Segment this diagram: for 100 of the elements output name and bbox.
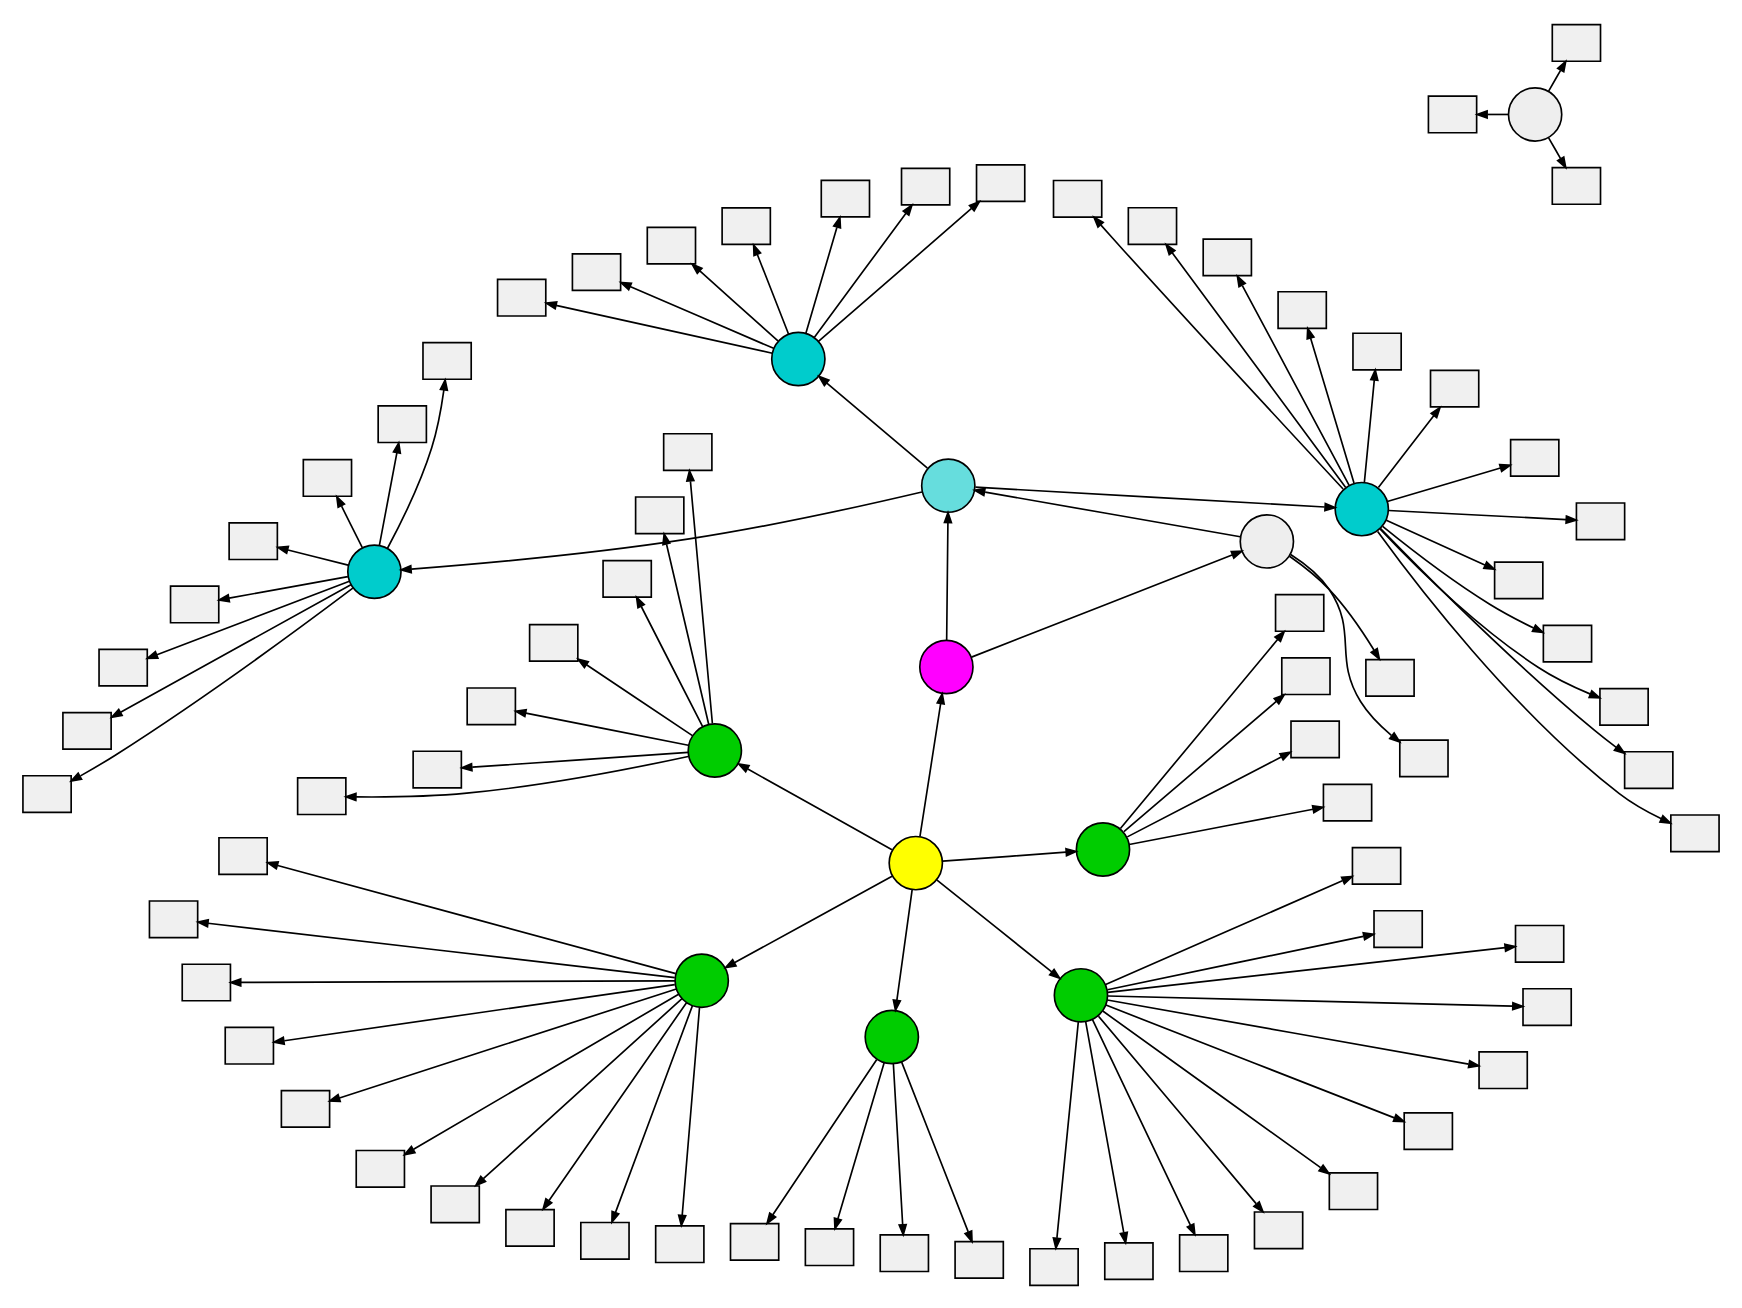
arrow xyxy=(271,982,676,1045)
arrow xyxy=(1387,508,1579,524)
node-box xyxy=(296,776,347,815)
node-box xyxy=(62,710,112,749)
arrow xyxy=(1377,404,1442,488)
arrow xyxy=(1289,552,1402,743)
node-circle xyxy=(918,638,974,694)
node-box xyxy=(1623,749,1674,789)
arrow xyxy=(543,299,774,354)
node-box xyxy=(662,431,713,471)
node-circle xyxy=(920,457,976,513)
arrow xyxy=(970,549,1245,657)
node-box xyxy=(1352,331,1402,370)
node-box xyxy=(1351,845,1402,884)
node-box xyxy=(804,1227,855,1266)
node-circle xyxy=(864,1008,920,1064)
node-box xyxy=(1599,686,1649,725)
node-circle xyxy=(770,330,826,386)
arrow xyxy=(1386,462,1513,502)
node-box xyxy=(1052,178,1103,217)
node-box xyxy=(1373,908,1424,948)
node-box xyxy=(377,404,428,443)
arrow xyxy=(1123,692,1287,832)
arrow xyxy=(1107,994,1526,1010)
node-box xyxy=(181,962,232,1001)
arrow xyxy=(1084,1019,1129,1245)
node-box xyxy=(1328,1171,1379,1210)
arrow xyxy=(1097,1014,1265,1213)
node-circle xyxy=(1239,512,1295,568)
node-box xyxy=(580,1220,630,1259)
arrow xyxy=(109,582,352,718)
node-box xyxy=(654,1224,705,1263)
node-circle xyxy=(1334,480,1390,536)
arrow xyxy=(1091,1017,1196,1236)
node-box xyxy=(1542,623,1593,662)
node-box xyxy=(634,495,685,534)
arrow xyxy=(941,846,1079,861)
node-circle xyxy=(346,543,402,599)
arrow xyxy=(1106,930,1377,990)
node-box xyxy=(228,521,279,560)
arrow xyxy=(892,1062,908,1237)
arrow xyxy=(575,656,694,736)
node-box xyxy=(422,340,473,380)
arrow xyxy=(1547,136,1567,169)
arrow xyxy=(974,485,1338,511)
node-box xyxy=(1178,1233,1229,1272)
node-box xyxy=(98,647,149,686)
arrow xyxy=(335,493,364,548)
arrow xyxy=(1379,527,1602,698)
arrow xyxy=(1119,628,1286,829)
arrow xyxy=(1164,241,1347,488)
arrow xyxy=(1092,214,1344,489)
node-box xyxy=(505,1207,555,1246)
node-box xyxy=(466,686,517,725)
node-box xyxy=(302,457,353,497)
arrow xyxy=(805,213,842,334)
arrow xyxy=(265,860,677,974)
arrow xyxy=(817,199,982,342)
arrow xyxy=(833,1060,885,1230)
node-box xyxy=(1398,738,1449,777)
node-box xyxy=(1277,289,1328,329)
node-box xyxy=(1202,237,1253,276)
node-box xyxy=(1280,656,1331,695)
arrow xyxy=(611,1003,694,1224)
arrow xyxy=(943,509,953,641)
arrow xyxy=(1106,998,1482,1068)
node-box xyxy=(571,252,622,291)
arrow xyxy=(1376,529,1673,824)
arrow xyxy=(935,878,1062,979)
arrow xyxy=(765,1057,878,1225)
arrow xyxy=(275,544,349,565)
node-circle xyxy=(1507,86,1563,141)
node-box xyxy=(1290,719,1341,758)
arrow xyxy=(68,586,354,782)
node-box xyxy=(1514,923,1565,962)
arrow xyxy=(685,467,714,724)
node-box xyxy=(820,178,871,217)
arrow xyxy=(459,750,690,771)
node-box xyxy=(646,225,697,264)
node-box xyxy=(602,558,653,598)
arrow xyxy=(1101,1009,1332,1175)
arrow xyxy=(1128,803,1326,845)
arrow xyxy=(386,376,449,549)
node-box xyxy=(1509,437,1560,477)
arrow xyxy=(1106,942,1518,993)
arrow xyxy=(813,202,914,337)
node-box xyxy=(879,1233,930,1272)
arrow xyxy=(618,280,775,349)
arrow xyxy=(1288,554,1381,661)
node-box xyxy=(169,584,220,623)
node-box xyxy=(1365,657,1415,696)
node-box xyxy=(1429,368,1480,407)
node-box xyxy=(1478,1050,1529,1089)
arrow xyxy=(919,690,946,837)
node-circle xyxy=(1075,821,1131,876)
arrow xyxy=(473,996,683,1187)
arrow xyxy=(752,241,790,334)
node-box xyxy=(1322,782,1373,821)
node-box xyxy=(1551,165,1602,205)
node-circle xyxy=(888,834,944,890)
